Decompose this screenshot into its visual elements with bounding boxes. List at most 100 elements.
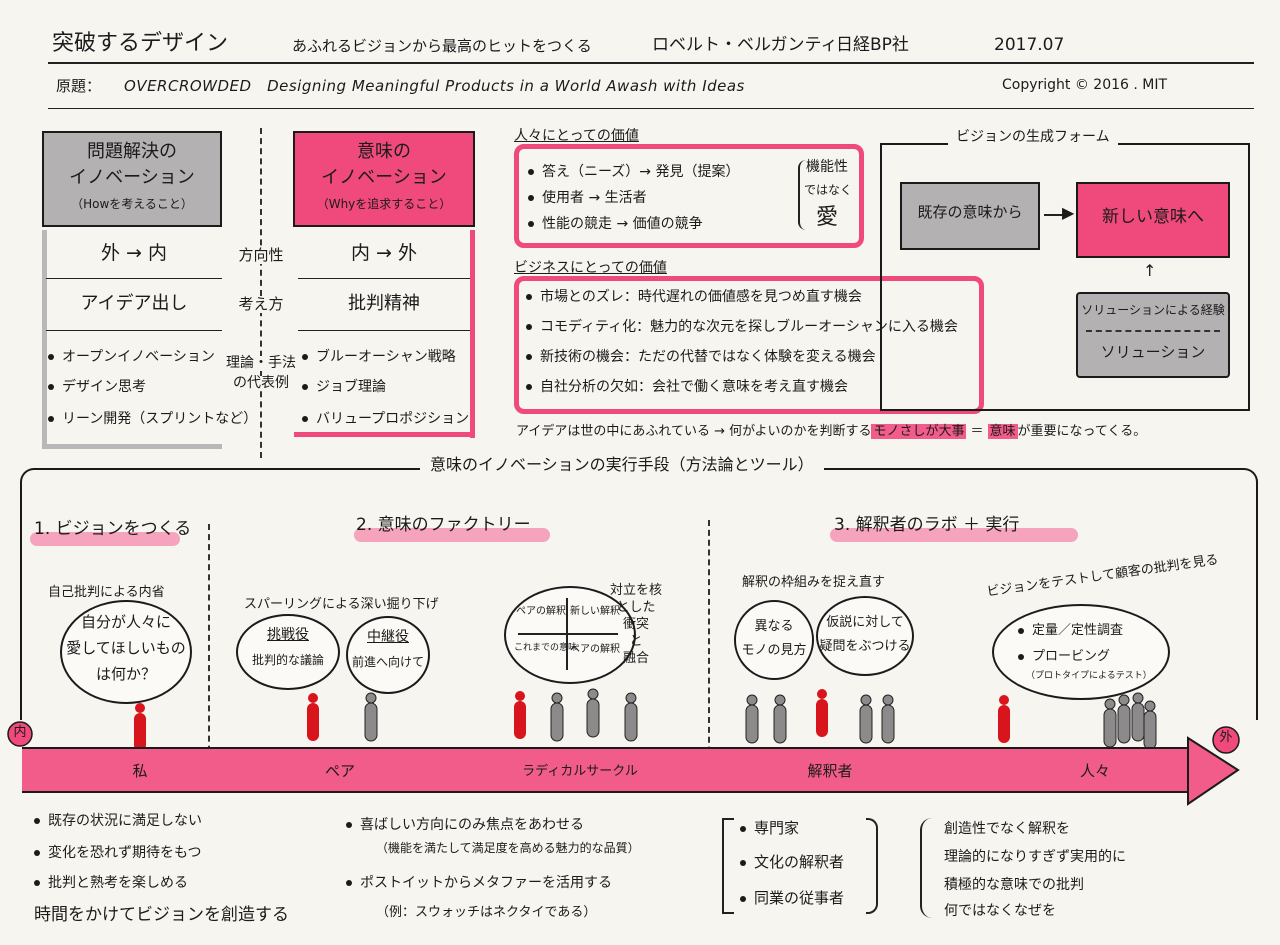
stage-radical-circle: ラディカルサークル [522,764,638,779]
matrix-bubble [504,586,636,684]
note3-item-3: 同業の従事者 [740,890,844,907]
people-value-frame [514,144,864,248]
right-method-2: ジョブ理論 [302,379,386,395]
row-divider-left-2 [46,330,222,331]
section-divider-2 [708,520,710,792]
hypothesis-bubble [816,596,914,676]
right-pink-bar [470,230,475,438]
stage-self: 私 [132,762,148,780]
right-method-3: バリュープロポジション [302,411,469,427]
existing-meaning-box [900,182,1040,250]
problem-solving-sub: （Howを考えること） [71,197,193,211]
matrix-q3: これまでの意味 [514,643,578,653]
conclusion-line: アイデアは世の中にあふれている → 何がよいのかを判断するモノさしが大事＝意味が… [516,424,1147,439]
note1-item-1: 既存の状況に満足しない [34,813,202,829]
end-marker [1212,726,1240,754]
test-bubble [992,604,1170,700]
business-value-title: ビジネスにとっての価値 [510,260,671,277]
self-reflection-caption: 自己批判による内省 [48,585,165,600]
problem-solving-box [42,131,222,227]
section-divider-1 [208,524,210,792]
business-item-2: コモディティ化：魅力的な次元を探しブルーオーシャンに入る機会 [526,319,958,335]
solution-dash [1086,330,1220,332]
header-rule [48,62,1254,64]
start-label: 内 [13,725,27,740]
section1-title: 1. ビジョンをつくる [34,519,192,539]
publisher: 日経BP社 [836,35,909,55]
direction-left: 外 → 内 [101,242,167,264]
note4-brace [920,818,934,918]
start-marker [7,721,33,747]
stage-interpreters: 解釈者 [807,762,853,780]
meaning-innovation-box [293,131,475,227]
vision-form-title: ビジョンの生成フォーム [948,129,1118,146]
meaning-title-2: イノベーション [321,167,447,188]
left-method-1: オープンイノベーション [48,349,215,365]
copyright: Copyright © 2016 . MIT [1002,77,1168,93]
business-value-frame [514,276,984,414]
left-gray-bar [42,230,47,448]
date: 2017.07 [994,35,1065,55]
section2-marker [354,528,550,542]
mediator-desc: 前進へ向けて [351,655,424,669]
self-bubble-line-1: 自分が人々に [80,613,171,631]
row-divider-right-1 [298,278,470,279]
business-item-4: 自社分析の欠如：会社で働く意味を考え直す機会 [526,379,848,395]
solution-box [1076,292,1230,378]
direction-right: 内 → 外 [351,242,417,264]
highlight-meaning: 意味 [987,424,1018,439]
solution-text: ソリューション [1100,343,1206,361]
solution-experience: ソリューションによる経験 [1081,303,1225,317]
conflict-text: 対立を核 とした 衝突 と 融合 [609,583,662,666]
self-bubble-line-3: は何か？ [95,665,156,683]
vision-arrow-head: ▶ [1062,203,1075,222]
note3-left-bracket [722,818,734,914]
book-title: 突破するデザイン [52,31,229,56]
section3-title: 3. 解釈者のラボ ＋ 実行 [834,515,1020,535]
note3-right-bracket [866,818,878,914]
people-value-item-3: 性能の競走 → 価値の競争 [528,216,703,232]
original-label: 原題： [56,77,102,95]
existing-meaning-text: 既存の意味から [917,203,1023,221]
note4-line-3: 積極的な意味での批判 [944,877,1084,893]
approach-right: 批判精神 [348,293,420,314]
business-item-3: 新技術の機会：ただの代替ではなく体験を変える機会 [526,349,876,365]
stage-pair: ペア [324,762,355,780]
people-value-title: 人々にとっての価値 [510,128,643,145]
problem-solving-title-1: 問題解決の [87,141,177,162]
vision-arrow-line [1044,214,1068,216]
different-line-2: モノの見方 [741,643,807,658]
mediator-title: 中継役 [367,629,409,645]
methods-label-1: 理論・手法 [220,355,302,372]
sparring-caption: スパーリングによる深い掘り下げ [244,597,439,612]
new-meaning-text: 新しい意味へ [1102,207,1204,227]
self-bubble [60,600,192,704]
matrix-horizontal-axis [518,633,618,635]
people-value-item-1: 答え（ニーズ）→ 発見（提案） [528,164,739,180]
note3-item-1: 専門家 [740,820,799,837]
test-item-1: 定量／定性調査 [1018,623,1123,638]
note1-bottom: 時間をかけてビジョンを創造する [34,905,289,925]
people-side-2: ではなく [804,183,853,197]
different-line-1: 異なる [754,619,794,634]
challenger-desc: 批判的な議論 [251,653,324,667]
book-subtitle: あふれるビジョンから最高のヒットをつくる [292,37,592,55]
matrix-q4: ペアの解釈 [570,644,620,655]
highlight-measure: モノさしが大事 [871,424,967,439]
frame-caption: 解釈の枠組みを捉え直す [742,575,886,590]
section1-marker [30,532,180,546]
timeline-band [22,748,1192,792]
meaning-sub: （Whyを追求すること） [316,197,452,211]
original-title: OVERCROWDED Designing Meaningful Product… [124,77,745,95]
challenger-bubble [236,614,340,690]
mediator-bubble [346,616,430,694]
subheader-rule [48,108,1254,109]
note4-line-2: 理論的になりすぎず実用的に [944,849,1126,865]
direction-label: 方向性 [226,247,296,264]
different-view-bubble [734,600,814,680]
section2-title: 2. 意味のファクトリー [356,515,531,535]
test-item-2-sub: （プロトタイプによるテスト） [1026,671,1152,681]
note4-line-1: 創造性でなく解釈を [944,821,1070,837]
